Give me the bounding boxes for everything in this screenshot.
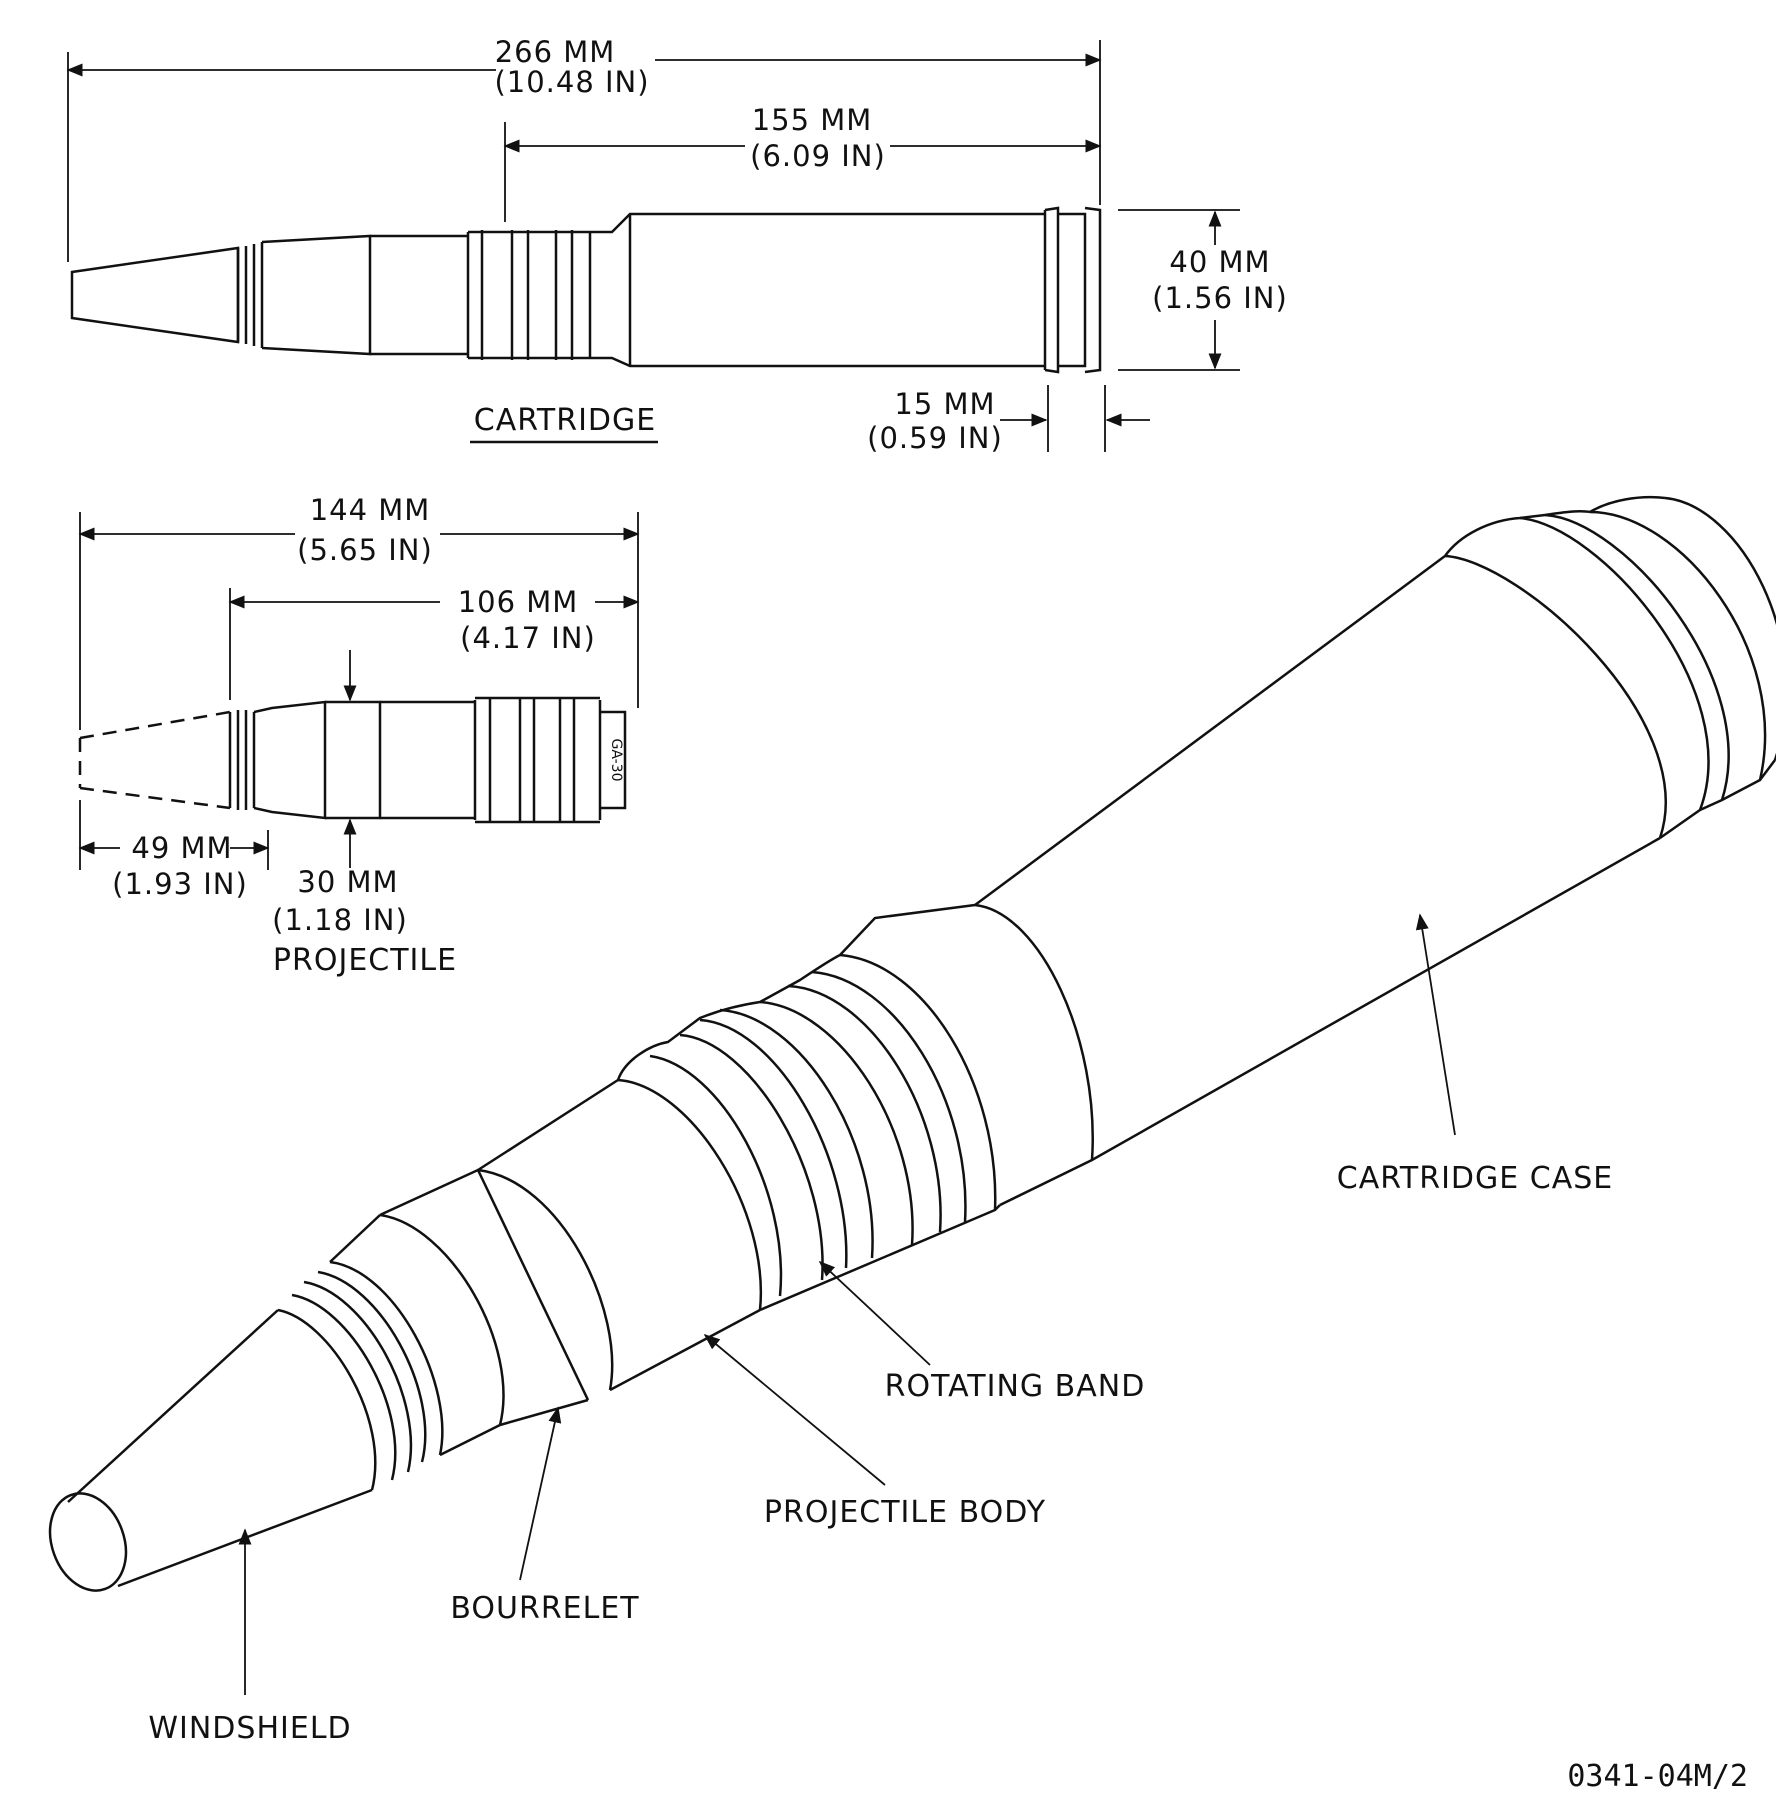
cartridge-case-leader xyxy=(1415,913,1456,1136)
projectile-rotating-band xyxy=(473,698,602,822)
projectile-rotating-band-edges xyxy=(475,696,600,824)
projectile-windshield-length-in: (1.93 IN) xyxy=(112,867,248,901)
bourrelet-leader xyxy=(519,1406,562,1581)
cartridge-case-length-mm: 155 MM xyxy=(752,103,873,137)
cartridge-rotating-band xyxy=(466,230,592,360)
projectile-diameter-in: (1.18 IN) xyxy=(272,903,408,937)
cartridge-case-length-in: (6.09 IN) xyxy=(750,139,886,173)
cartridge-rotating-band-edges xyxy=(468,230,590,360)
projectile-dimensions xyxy=(78,512,640,870)
case-shoulder-edge xyxy=(974,903,1094,1161)
cartridge-projectile-body xyxy=(261,234,372,356)
projectile-windshield-dashed xyxy=(78,710,231,810)
projectile-length-in: (5.65 IN) xyxy=(297,533,433,567)
cartridge-overall-length-in: (10.48 IN) xyxy=(494,65,649,99)
cartridge-rim-thickness-mm: 15 MM xyxy=(894,387,995,421)
cartridge-case-outline xyxy=(590,212,1045,368)
projectile-bourrelet xyxy=(325,700,382,820)
case-rim xyxy=(1659,759,1776,840)
projectile-bourrelet-grooves xyxy=(228,710,256,810)
projectile-body-label: PROJECTILE BODY xyxy=(764,1495,1046,1530)
bourrelet-edge xyxy=(477,1168,614,1391)
cartridge-projectile-body-edges xyxy=(370,234,468,356)
rotating-band-leader xyxy=(818,1260,931,1366)
cartridge-overall-length-mm: 266 MM xyxy=(495,35,616,69)
case-top-edge xyxy=(974,554,1446,907)
windshield-cone-edges xyxy=(67,1309,373,1588)
cartridge-bourrelet-grooves xyxy=(236,242,264,348)
part-leaders xyxy=(238,913,1456,1695)
case-bottom-edge xyxy=(999,836,1661,1207)
windshield-tip xyxy=(48,1492,128,1592)
cartridge-3d-view xyxy=(48,495,1776,1592)
projectile-side-view: GA-30 xyxy=(78,696,627,824)
projectile-body-edge xyxy=(617,1078,763,1311)
projectile-windshield-length-mm: 49 MM xyxy=(131,831,232,865)
projectile-ogive xyxy=(253,700,327,820)
rotating-band-label: ROTATING BAND xyxy=(885,1369,1146,1404)
projectile-base xyxy=(600,710,627,810)
bourrelet-label: BOURRELET xyxy=(450,1591,639,1626)
projectile-diameter-mm: 30 MM xyxy=(297,865,398,899)
cartridge-title: CARTRIDGE xyxy=(474,403,656,438)
cartridge-rim xyxy=(1043,206,1102,374)
cartridge-rim-thickness-in: (0.59 IN) xyxy=(867,421,1003,455)
cartridge-rim-diameter-mm: 40 MM xyxy=(1169,245,1270,279)
projectile-body-length-in: (4.17 IN) xyxy=(460,621,596,655)
cartridge-windshield-outline xyxy=(70,246,240,344)
cartridge-rim-diameter-in: (1.56 IN) xyxy=(1152,281,1288,315)
figure-code: 0341-04M/2 xyxy=(1567,1759,1748,1794)
windshield-label: WINDSHIELD xyxy=(148,1711,351,1746)
projectile-body-leader xyxy=(703,1333,886,1486)
projectile-body-edges xyxy=(380,700,475,820)
cartridge-case-label: CARTRIDGE CASE xyxy=(1337,1161,1613,1196)
cartridge-side-view xyxy=(70,206,1102,374)
projectile-title: PROJECTILE xyxy=(273,943,457,978)
projectile-base-marking: GA-30 xyxy=(608,739,624,782)
rotating-band-edges xyxy=(839,953,997,1211)
projectile-body-length-mm: 106 MM xyxy=(458,585,579,619)
projectile-length-mm: 144 MM xyxy=(310,493,431,527)
cartridge-dimensions xyxy=(66,40,1240,452)
